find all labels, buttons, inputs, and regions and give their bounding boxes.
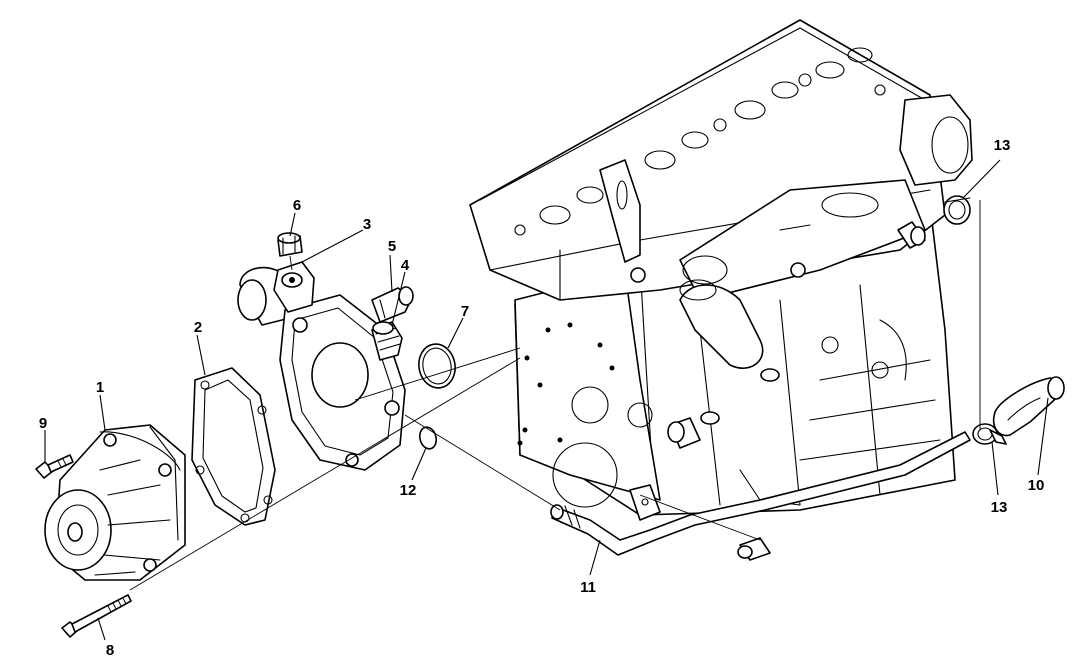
cylinder-head [469,19,973,369]
hose-clamp-lower [972,423,1007,445]
hose-clamp-upper [943,195,971,225]
callout-12: 12 [400,482,417,499]
callout-13-upper: 13 [994,137,1011,154]
bolt-short [35,454,74,479]
assembly-lines [129,200,981,591]
callout-1: 1 [96,379,104,396]
callout-9: 9 [39,415,47,432]
bolt-long [61,594,132,638]
callout-13-lower: 13 [991,499,1008,516]
callout-6: 6 [293,197,301,214]
radiator-hose [992,376,1065,437]
callout-11: 11 [580,579,596,596]
callout-5: 5 [388,238,396,255]
leader-lines [44,159,1049,641]
callout-2: 2 [194,319,202,336]
pipe-bracket-bolt [737,537,771,561]
pipe-fitting [371,286,414,323]
callout-10: 10 [1028,477,1045,494]
o-ring [418,343,456,389]
callout-4: 4 [401,257,410,274]
water-pump [44,424,186,581]
callout-7: 7 [461,303,469,320]
engine-hose-clamps [667,368,780,449]
temperature-sensor [371,321,403,361]
callout-labels: 1 2 3 4 5 6 7 8 9 10 11 12 13 13 [39,137,1045,659]
pump-gasket [191,367,276,526]
water-return-pipe [550,431,971,556]
pump-body [237,261,406,471]
callout-8: 8 [106,642,114,659]
callout-3: 3 [363,216,371,233]
drain-plug [277,232,303,257]
